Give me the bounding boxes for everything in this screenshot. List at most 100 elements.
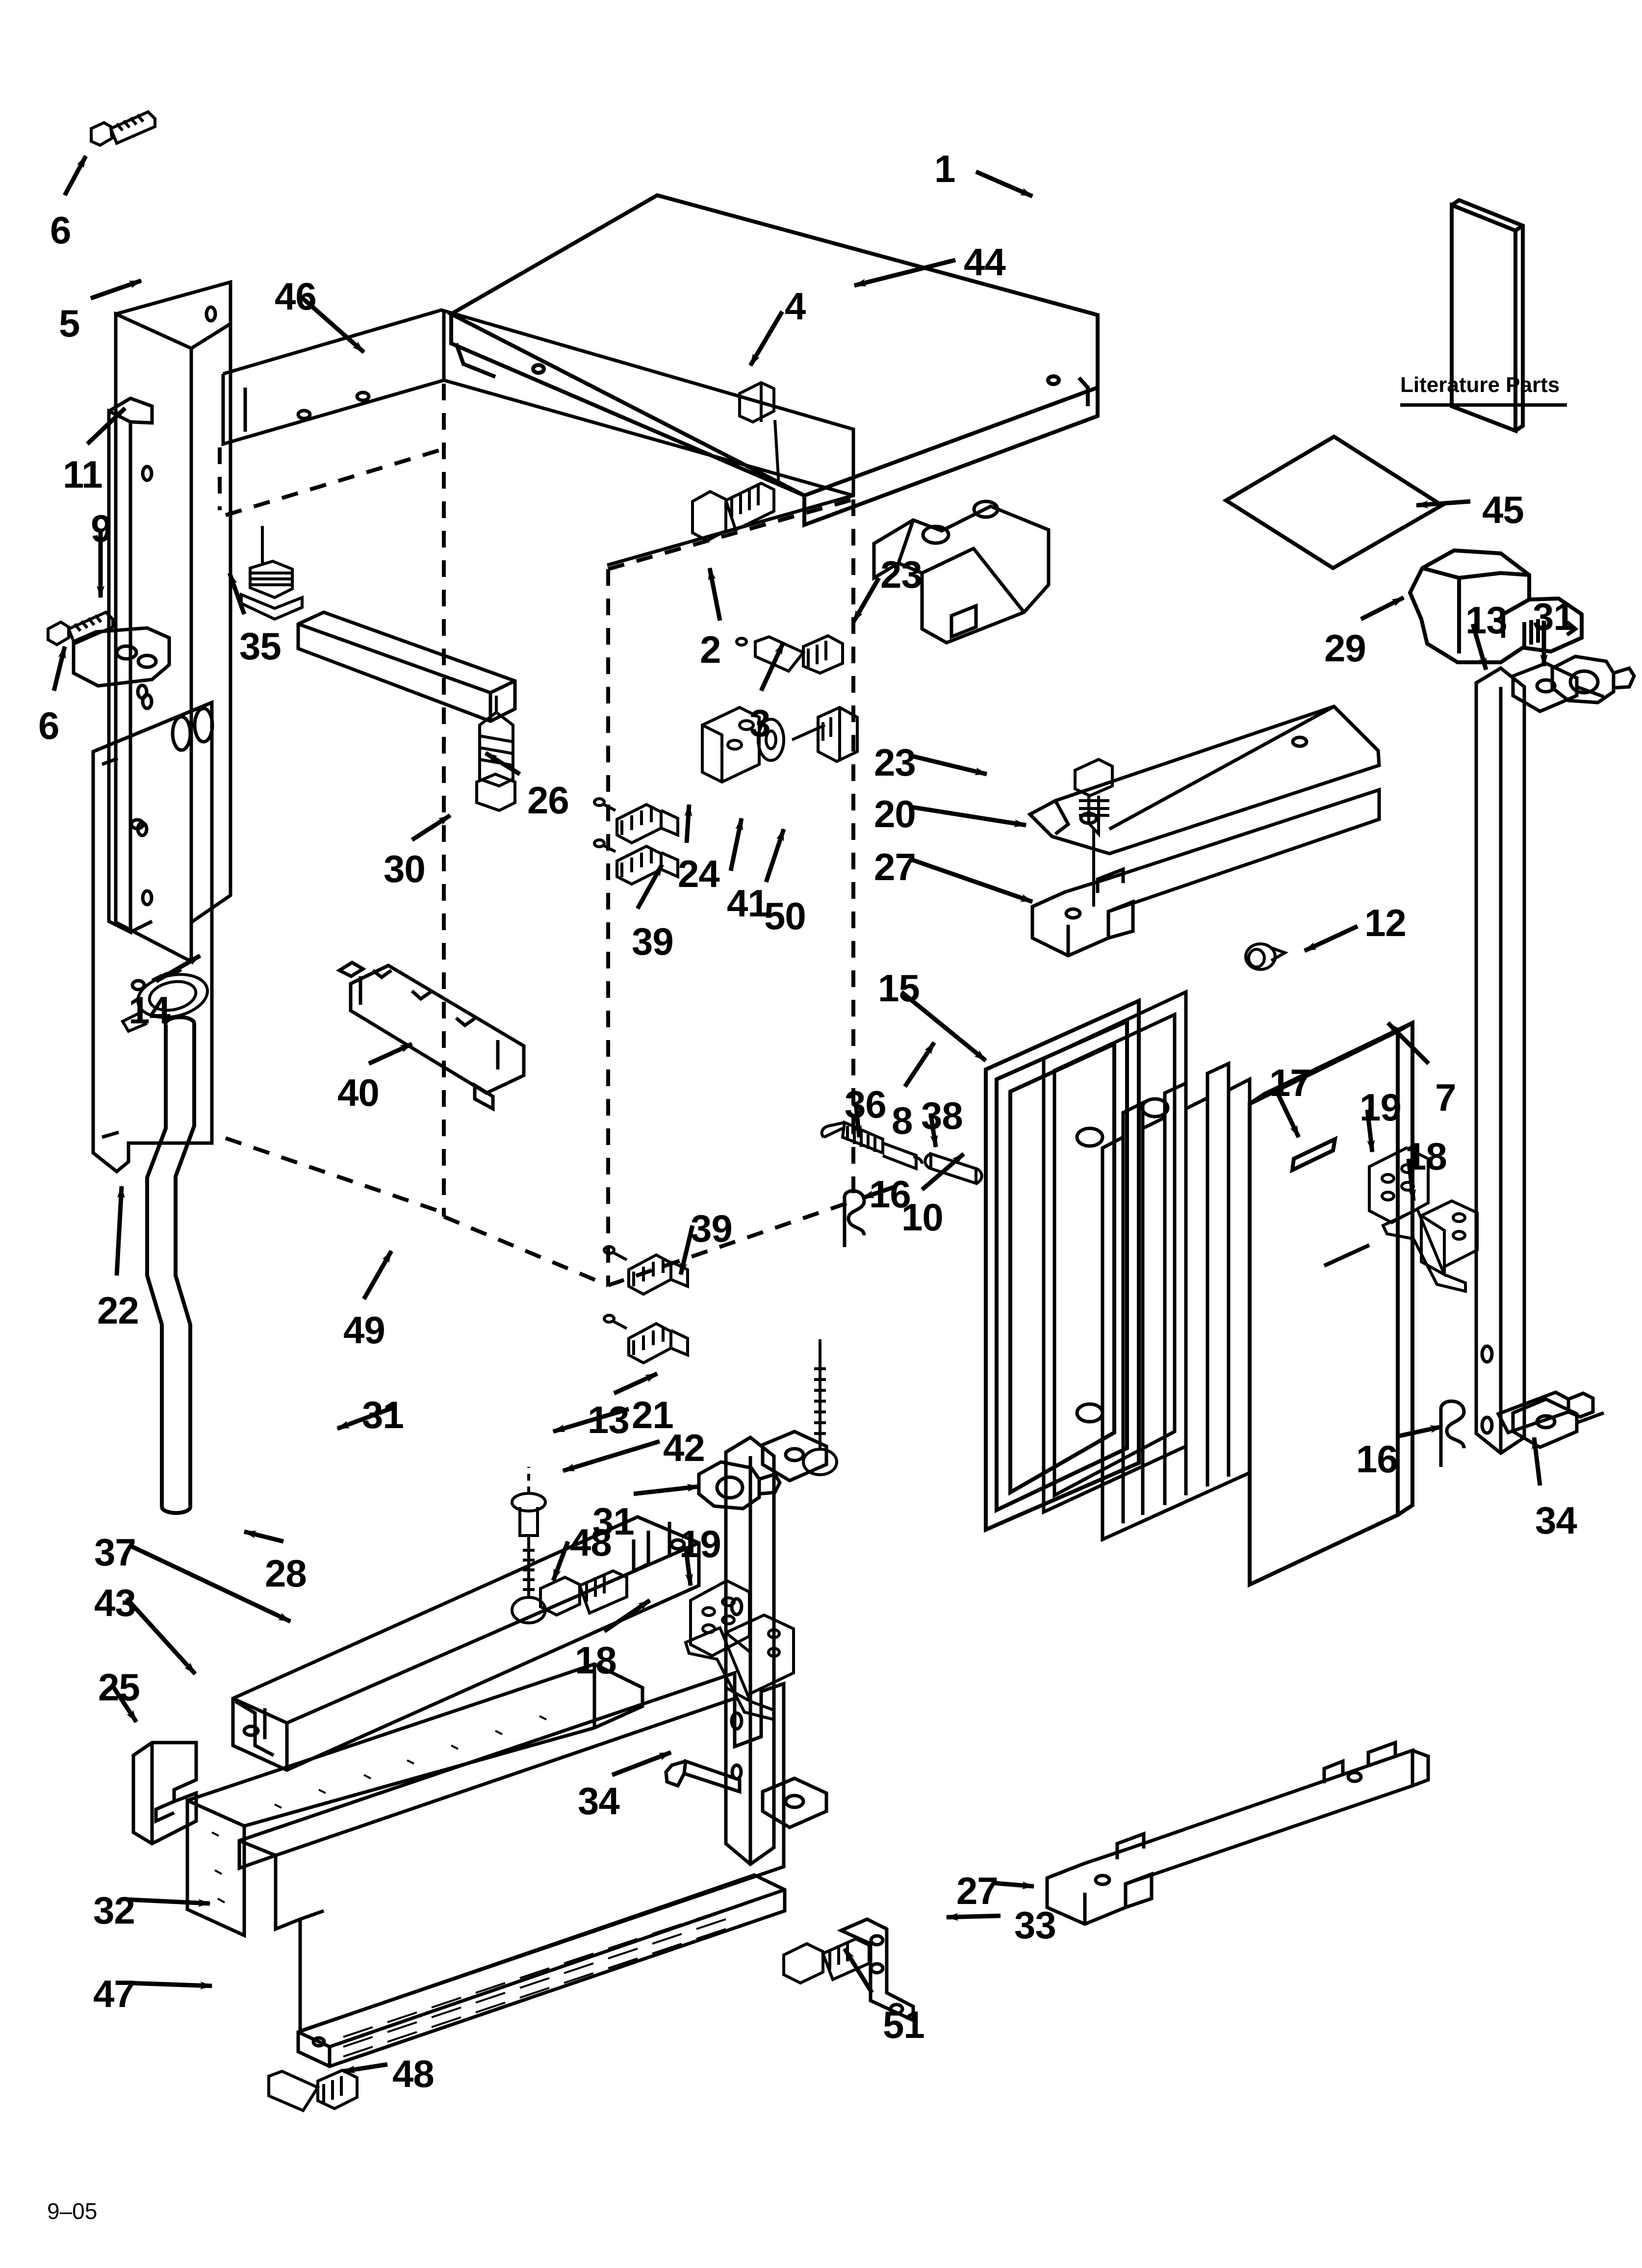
- part-top-panel-44: [447, 193, 1100, 528]
- callout-number-19: 19: [1360, 1086, 1402, 1129]
- part-screw-6-lower: [47, 610, 114, 647]
- part-door-bracket-3: [872, 499, 1051, 645]
- callout-number-39: 39: [632, 920, 674, 963]
- part-clip-16-center: [843, 1189, 866, 1247]
- part-grommet-12: [1244, 942, 1289, 971]
- leader-arrow-14: [154, 954, 202, 983]
- part-kickplate-32: [237, 1670, 786, 2033]
- part-bracket-18-center: [684, 1613, 795, 1721]
- leader-arrow-25: [112, 1686, 138, 1723]
- leader-arrow-23: [851, 576, 881, 624]
- leader-arrow-18: [603, 1598, 651, 1633]
- literature-parts-underline: [1400, 403, 1567, 407]
- callout-number-4: 4: [785, 285, 806, 328]
- leader-arrow-11: [85, 406, 127, 446]
- leader-arrow-1: [975, 169, 1033, 199]
- leader-arrow-39: [678, 1225, 695, 1276]
- leader-arrow-45: [1415, 499, 1471, 509]
- part-cabinet-wrap-46: [221, 308, 855, 567]
- part-upright-13-right: [1474, 661, 1605, 1456]
- leader-arrow-5: [90, 278, 142, 301]
- leader-arrow-6: [51, 646, 67, 692]
- part-clip-16-right: [1439, 1399, 1466, 1467]
- cabinet-hidden-lines: [218, 384, 855, 1287]
- leader-arrow-42: [562, 1439, 661, 1473]
- leader-arrow-18: [1406, 1158, 1416, 1202]
- callout-number-43: 43: [94, 1581, 136, 1624]
- leader-arrow-28: [243, 1529, 284, 1544]
- callout-number-36: 36: [845, 1083, 887, 1126]
- callout-number-22: 22: [97, 1289, 139, 1332]
- part-roller-31-right: [1550, 654, 1636, 704]
- part-bushing-4: [738, 381, 775, 424]
- part-drip-tray-40: [335, 960, 526, 1112]
- callout-number-15: 15: [878, 966, 920, 1010]
- leader-arrow-19: [683, 1546, 693, 1587]
- leader-arrow-29: [1360, 595, 1405, 622]
- leader-arrow-31: [336, 1406, 393, 1431]
- callout-number-41: 41: [727, 882, 769, 925]
- part-screw-42-right: [802, 1339, 838, 1476]
- callout-number-19: 19: [679, 1522, 721, 1565]
- callout-number-6: 6: [50, 209, 71, 252]
- leader-arrow-16: [861, 1184, 898, 1200]
- part-leveler-9: [72, 626, 171, 688]
- part-screw-23-cabinet: [735, 634, 844, 675]
- part-hose-28: [145, 1015, 196, 1515]
- part-spring-36: [820, 1120, 924, 1171]
- part-bottom-rail-27: [1045, 1740, 1430, 1926]
- part-screw-48-upper: [539, 1569, 628, 1617]
- leader-arrow-26: [484, 751, 521, 776]
- part-roller-31-center: [697, 1460, 782, 1511]
- callout-number-5: 5: [59, 302, 80, 345]
- callout-number-28: 28: [265, 1552, 307, 1595]
- part-frame-37: [231, 1515, 701, 1772]
- callout-number-6: 6: [38, 704, 59, 747]
- callout-number-48: 48: [392, 2052, 435, 2095]
- part-bracket-18-right: [1381, 1199, 1479, 1293]
- part-screw-6-upper: [90, 110, 156, 147]
- leader-arrow-48: [551, 1540, 570, 1582]
- part-grille-47: [296, 1873, 787, 2068]
- part-inner-rail-30: [296, 610, 517, 723]
- callout-number-37: 37: [94, 1531, 136, 1574]
- leader-arrow-7: [1386, 1021, 1431, 1066]
- part-screw-39-c: [603, 1245, 689, 1296]
- part-panel-45: [1222, 434, 1446, 571]
- callout-number-31: 31: [592, 1500, 635, 1543]
- part-rail-20: [1027, 704, 1381, 856]
- callout-number-25: 25: [98, 1666, 140, 1709]
- leader-arrow-15: [900, 990, 987, 1063]
- literature-parts-label: Literature Parts: [1400, 373, 1560, 397]
- callout-number-7: 7: [1435, 1076, 1456, 1119]
- leader-arrow-34: [611, 1750, 672, 1777]
- callout-number-32: 32: [93, 1889, 135, 1932]
- leader-arrow-4: [748, 310, 784, 367]
- callout-number-46: 46: [275, 275, 317, 318]
- callout-number-49: 49: [343, 1308, 385, 1352]
- callout-number-17: 17: [1269, 1061, 1311, 1104]
- leader-arrow-23: [909, 753, 988, 777]
- callout-number-27: 27: [956, 1869, 999, 1912]
- leader-arrow-30: [410, 813, 452, 842]
- leader-arrow-35: [227, 572, 247, 615]
- part-screw-39-a: [593, 797, 679, 845]
- part-screw-50: [791, 705, 859, 763]
- leader-arrow-17: [1273, 1087, 1301, 1138]
- leader-arrow-41: [728, 817, 744, 871]
- leader-arrow-20: [911, 805, 1027, 828]
- callout-number-45: 45: [1482, 488, 1524, 531]
- leader-arrow-24: [684, 804, 693, 843]
- callout-number-13: 13: [1465, 599, 1508, 642]
- part-screw-39-d: [603, 1314, 689, 1365]
- callout-number-18: 18: [575, 1639, 617, 1682]
- part-door-gasket-15: [984, 997, 1141, 1533]
- leader-arrow-51: [843, 1947, 874, 1994]
- leader-arrow-34: [1531, 1436, 1542, 1486]
- part-screw-35: [240, 526, 304, 621]
- part-pin-34-right: [1496, 1390, 1595, 1435]
- part-screw-48-lower: [267, 2068, 359, 2112]
- callout-number-18: 18: [1405, 1135, 1447, 1178]
- leader-arrow-13: [613, 1371, 658, 1396]
- callout-number-2: 2: [700, 628, 721, 671]
